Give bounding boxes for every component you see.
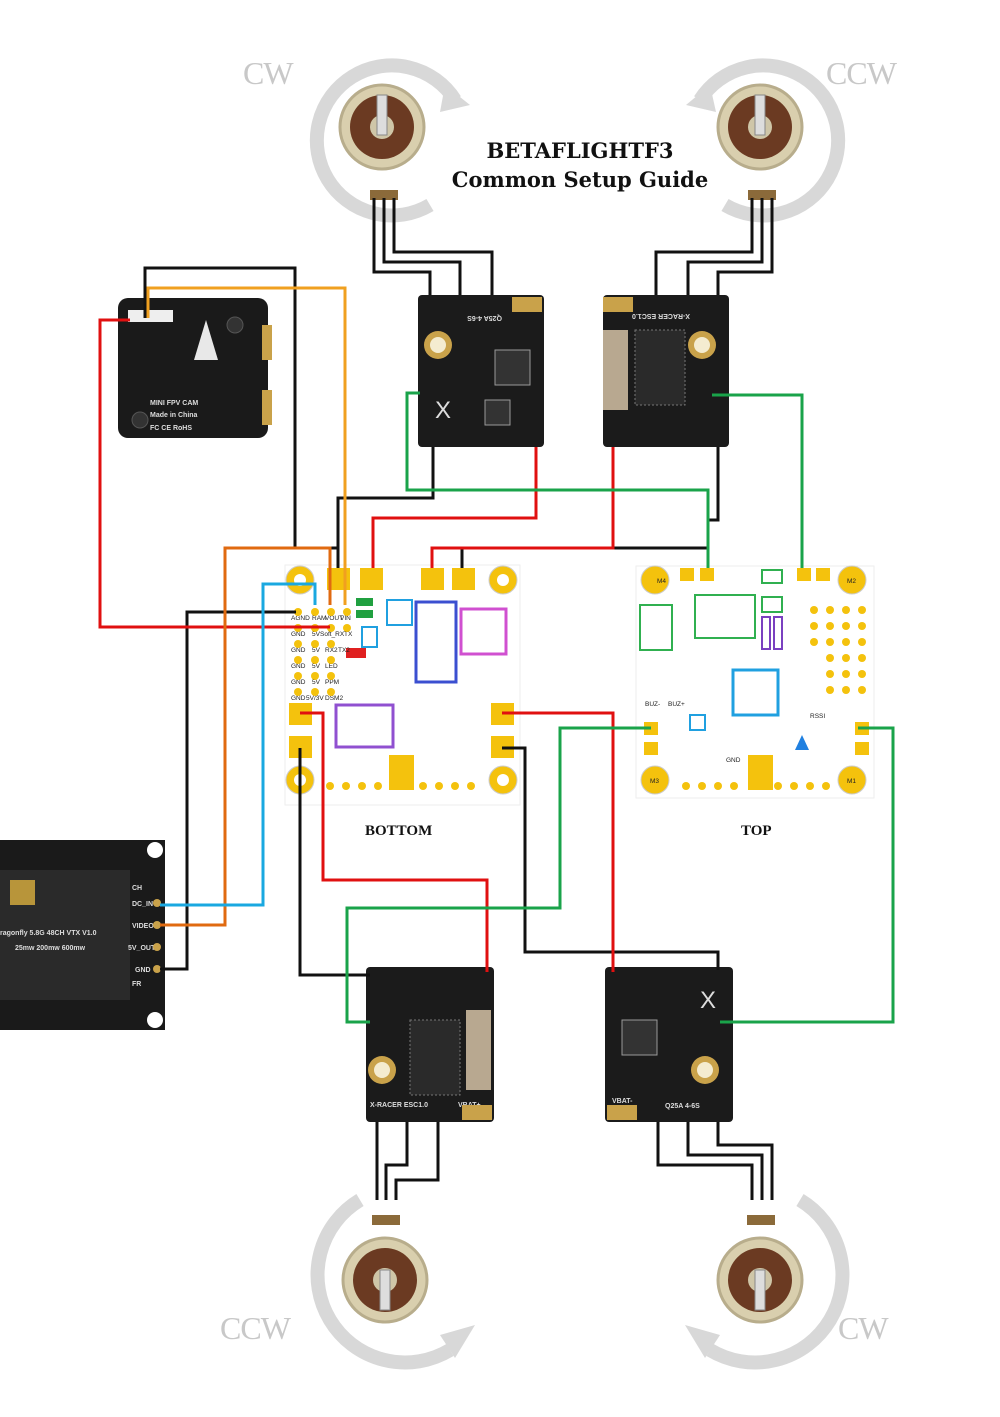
motor-bottom-right	[716, 1215, 804, 1324]
svg-text:FR: FR	[132, 981, 141, 988]
svg-text:M2: M2	[847, 578, 856, 585]
svg-text:VOUT: VOUT	[325, 615, 343, 622]
svg-text:X: X	[700, 987, 716, 1014]
rotation-arrow-bottom-left	[310, 1194, 454, 1370]
arrowhead-icon	[440, 1325, 475, 1358]
arrowhead-icon	[440, 85, 470, 112]
page-title: BETAFLIGHTF3 Common Setup Guide	[440, 136, 720, 194]
wire-green	[345, 391, 895, 1024]
svg-text:5V: 5V	[312, 663, 321, 670]
svg-text:X-RACER ESC1.0: X-RACER ESC1.0	[370, 1102, 428, 1109]
svg-text:FC CE RoHS: FC CE RoHS	[150, 425, 192, 432]
svg-text:BUZ+: BUZ+	[668, 701, 685, 708]
motor-top-right	[716, 83, 804, 200]
svg-text:Soft_RX: Soft_RX	[320, 631, 345, 638]
title-line-2: Common Setup Guide	[451, 167, 709, 192]
motor-top-left	[338, 83, 426, 200]
svg-text:VBAT-: VBAT-	[612, 1098, 633, 1105]
svg-text:5V: 5V	[312, 631, 321, 638]
motor-wires	[372, 198, 774, 1200]
svg-text:RSSI: RSSI	[810, 713, 825, 720]
title-line-1: BETAFLIGHTF3	[486, 138, 674, 163]
svg-text:5V_OUT: 5V_OUT	[128, 945, 156, 952]
board-label-top: TOP	[741, 823, 772, 839]
wire-dark-orange	[160, 546, 332, 927]
svg-text:25mw 200mw 600mw: 25mw 200mw 600mw	[15, 945, 86, 952]
svg-text:M4: M4	[657, 578, 666, 585]
svg-text:Q25A 4-6S: Q25A 4-6S	[467, 314, 502, 321]
svg-text:LED: LED	[325, 663, 338, 670]
svg-text:GND: GND	[135, 967, 151, 974]
svg-text:5V: 5V	[312, 647, 321, 654]
esc-bottom-right: X Q25A 4-6S VBAT-	[605, 967, 733, 1122]
svg-text:M3: M3	[650, 778, 659, 785]
svg-text:RX2: RX2	[325, 647, 338, 654]
wire-blue	[160, 582, 317, 907]
motor-bottom-left	[341, 1215, 429, 1324]
svg-text:GND: GND	[291, 647, 306, 654]
svg-text:GND: GND	[291, 663, 306, 670]
svg-text:GND: GND	[291, 679, 306, 686]
svg-text:Made in China: Made in China	[150, 412, 198, 419]
svg-text:M1: M1	[847, 778, 856, 785]
svg-text:GND: GND	[291, 631, 306, 638]
rotation-arrow-top-left	[309, 58, 461, 223]
svg-text:GND: GND	[291, 695, 306, 702]
svg-text:X: X	[435, 397, 451, 424]
svg-text:DC_IN: DC_IN	[132, 901, 153, 908]
svg-text:AGND: AGND	[291, 615, 310, 622]
esc-top-left: X Q25A 4-6S	[418, 295, 544, 447]
svg-text:X-RACER ESC1.0: X-RACER ESC1.0	[632, 312, 690, 319]
svg-text:TX: TX	[344, 631, 353, 638]
svg-text:DSM2: DSM2	[325, 695, 343, 702]
svg-text:MINI FPV CAM: MINI FPV CAM	[150, 400, 198, 407]
rotation-label-top-right: CCW	[826, 55, 897, 91]
svg-text:PPM: PPM	[325, 679, 339, 686]
rotation-label-bottom-right: CW	[838, 1310, 889, 1346]
wire-black	[143, 266, 720, 977]
esc-bottom-left: X-RACER ESC1.0 VBAT+	[366, 967, 494, 1122]
wire-red	[98, 318, 615, 972]
svg-text:5V: 5V	[312, 679, 321, 686]
svg-text:VIN: VIN	[340, 615, 351, 622]
rotation-label-top-left: CW	[243, 55, 294, 91]
svg-text:GND: GND	[726, 757, 741, 764]
rotation-label-bottom-left: CCW	[220, 1310, 291, 1346]
esc-top-right: X-RACER ESC1.0	[603, 295, 729, 447]
svg-text:5V/3V: 5V/3V	[306, 695, 324, 702]
wire-orange	[146, 286, 347, 605]
fpv-camera: MINI FPV CAM Made in China FC CE RoHS	[118, 298, 272, 438]
svg-text:ragonfly 5.8G 48CH VTX V1.0: ragonfly 5.8G 48CH VTX V1.0	[0, 930, 97, 937]
svg-text:CH: CH	[132, 885, 142, 892]
arrowhead-icon	[686, 85, 716, 112]
svg-text:BUZ-: BUZ-	[645, 701, 660, 708]
svg-text:TX2: TX2	[338, 647, 350, 654]
video-transmitter: ragonfly 5.8G 48CH VTX V1.0 25mw 200mw 6…	[0, 840, 165, 1030]
rotation-arrow-top-right	[694, 58, 846, 223]
flight-controller-top: M4 M2 M3 M1 GND RSSI BUZ- BUZ+	[635, 565, 875, 799]
svg-text:Q25A 4-6S: Q25A 4-6S	[665, 1103, 700, 1110]
svg-text:RAM: RAM	[312, 615, 326, 622]
rotation-arrow-bottom-right	[706, 1194, 850, 1370]
board-label-bottom: BOTTOM	[365, 823, 433, 839]
svg-text:VIDEO: VIDEO	[132, 923, 154, 930]
arrowhead-icon	[685, 1325, 720, 1358]
